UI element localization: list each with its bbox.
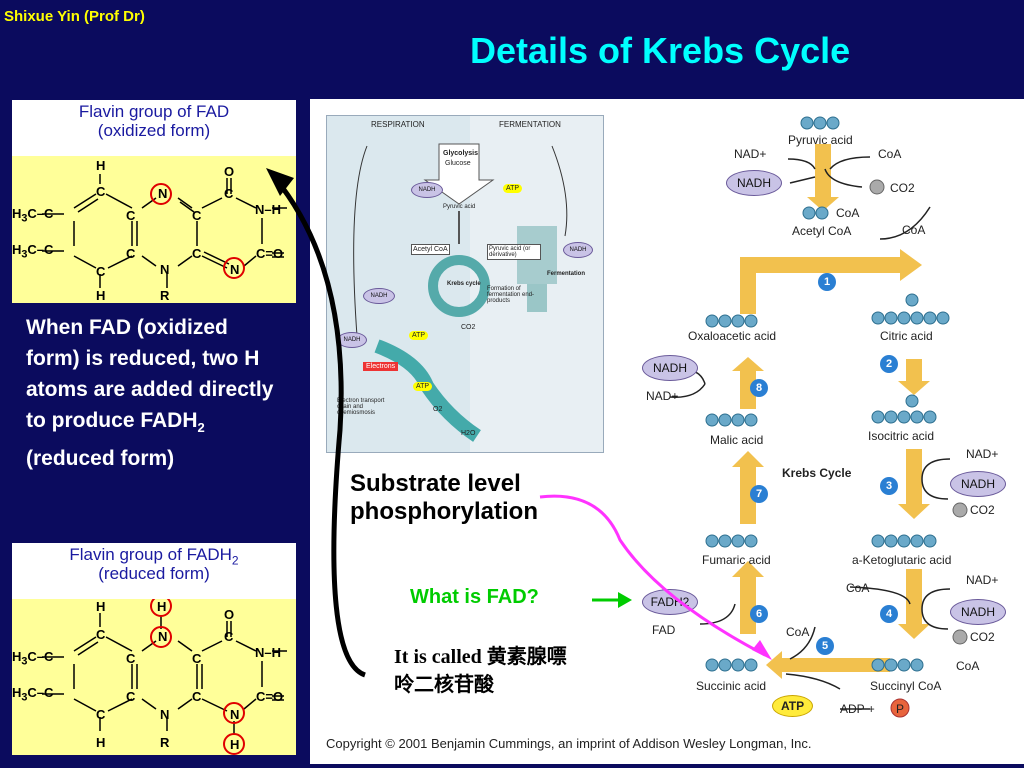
pyruvic-label: Pyruvic acid (443, 204, 476, 210)
krebs-mini-label: Krebs cycle (447, 281, 481, 287)
fumaric-label: Fumaric acid (702, 553, 771, 567)
nad-plus-4: NAD+ (966, 573, 999, 587)
fadh2-structure-area: H H C N O C N–H H3C–C C C H3C–C C C C=O … (12, 595, 296, 755)
krebs-cycle-svg (669, 116, 968, 718)
acetyl-coa-label: Acetyl CoA (792, 224, 852, 238)
nadh-oval-3: NADH (950, 471, 1006, 497)
ketoglutaric-label: a-Ketoglutaric acid (852, 553, 952, 567)
fadh2-oval: FADH2 (642, 589, 698, 615)
glucose-label: Glucose (445, 160, 471, 167)
slide-title: Details of Krebs Cycle (470, 30, 851, 71)
step-8-badge: 8 (750, 379, 768, 397)
desc-text-after: (reduced form) (26, 447, 175, 471)
fermentation-label: Fermentation (547, 271, 586, 277)
called-line1: It is called 黄素腺嘌 (394, 646, 567, 668)
pyruvic-deriv-box: Pyruvic acid (or derivative) (487, 244, 541, 260)
coa-release: CoA (902, 223, 926, 237)
what-is-fad-label: What is FAD? (410, 586, 539, 608)
step-1-badge: 1 (818, 273, 836, 291)
step-3-badge: 3 (880, 477, 898, 495)
isocitric-label: Isocitric acid (868, 429, 935, 443)
coa-succinyl: CoA (956, 659, 980, 673)
copyright-label: Copyright © 2001 Benjamin Cummings, an i… (326, 736, 812, 751)
citric-label: Citric acid (880, 329, 933, 343)
coa-top: CoA (878, 147, 902, 161)
nadh-oval-top: NADH (726, 170, 782, 196)
atp-badge-2: ATP (409, 331, 429, 340)
succinyl-coa-label: Succinyl CoA (870, 679, 942, 693)
nadh-oval-2: NADH (563, 242, 593, 258)
coa-4: CoA (846, 581, 870, 595)
co2-mini-label: CO2 (461, 324, 476, 331)
step-2-badge: 2 (880, 355, 898, 373)
nad-plus-top: NAD+ (734, 147, 767, 161)
fadh2-structure-svg (42, 595, 287, 755)
step-7-badge: 7 (750, 485, 768, 503)
coa-acetyl: CoA (836, 206, 860, 220)
fad-label: FAD (652, 623, 676, 637)
nadh-oval-8: NADH (642, 355, 698, 381)
chinese-name-label: It is called 黄素腺嘌 呤二核苷酸 (394, 643, 634, 699)
atp-badge-1: ATP (503, 184, 523, 193)
co2-top: CO2 (890, 181, 915, 195)
acetyl-coa-box: Acetyl CoA (411, 244, 450, 255)
electrons-label: Electrons (363, 362, 399, 371)
fad-structure-svg (42, 174, 287, 288)
step-6-badge: 6 (750, 605, 768, 623)
fadh2-caption-line2: (reduced form) (98, 564, 210, 583)
nad-plus-8: NAD+ (646, 389, 679, 403)
author-label: Shixue Yin (Prof Dr) (4, 8, 145, 25)
co2-3: CO2 (970, 503, 995, 517)
substrate-line1: Substrate level (350, 470, 521, 497)
nad-plus-3: NAD+ (966, 447, 999, 461)
called-line2: 呤二核苷酸 (394, 674, 494, 696)
atp-badge-3: ATP (413, 382, 433, 391)
phosphate-label: P (896, 702, 905, 716)
fadh2-caption-sub: 2 (231, 553, 239, 568)
formation-label: Formation of fermentation end-products (487, 286, 535, 304)
co2-4: CO2 (970, 630, 995, 644)
respiration-header: RESPIRATION (371, 120, 425, 129)
fadh2-caption-line1: Flavin group of FADH2 (12, 545, 296, 570)
atp-badge: ATP (772, 695, 814, 717)
coa-5: CoA (786, 625, 810, 639)
krebs-cycle-label: Krebs Cycle (782, 466, 852, 480)
fad-caption-line1: Flavin group of FAD (78, 102, 230, 121)
fad-oxidized-panel: Flavin group of FAD (oxidized form) (12, 100, 296, 303)
desc-sub: 2 (197, 420, 205, 436)
krebs-cycle-panel: RESPIRATION FERMENTATION Glycolysis Gluc… (310, 99, 1024, 764)
fermentation-header: FERMENTATION (499, 120, 561, 129)
adp-label: ADP + (840, 702, 875, 716)
succinic-label: Succinic acid (696, 679, 767, 693)
h2o-label: H2O (461, 430, 476, 437)
fad-structure-area: H C N O C N–H H3C–C C C H3C–C C C C=O C … (12, 156, 296, 303)
glycolysis-label: Glycolysis (443, 150, 479, 157)
nadh-oval-1: NADH (411, 182, 443, 198)
fadh2-caption-text: Flavin group of FADH (69, 545, 232, 564)
fad-caption-line2: (oxidized form) (97, 121, 211, 140)
nadh-oval-4: NADH (950, 599, 1006, 625)
o2-label: O2 (433, 406, 443, 413)
pyruvic-acid-label: Pyruvic acid (788, 133, 853, 147)
oxaloacetic-label: Oxaloacetic acid (688, 329, 777, 343)
respiration-overview: RESPIRATION FERMENTATION Glycolysis Gluc… (326, 115, 604, 453)
fadh2-reduced-panel: Flavin group of FADH2 (reduced form) (12, 543, 296, 755)
step-4-badge: 4 (880, 605, 898, 623)
fad-reduction-description: When FAD (oxidized form) is reduced, two… (26, 312, 286, 474)
substrate-line2: phosphorylation (350, 498, 538, 525)
desc-text-before: When FAD (oxidized form) is reduced, two… (26, 316, 274, 432)
substrate-level-label: Substrate level phosphorylation (350, 470, 538, 526)
malic-label: Malic acid (710, 433, 764, 447)
step-5-badge: 5 (816, 637, 834, 655)
